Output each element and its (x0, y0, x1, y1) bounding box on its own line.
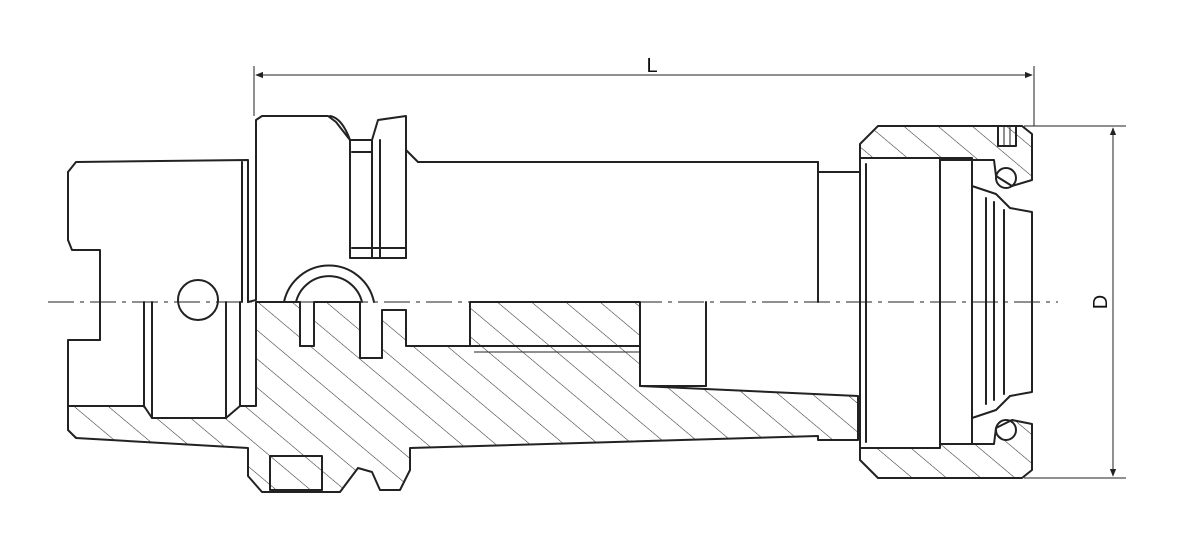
diameter-label: D (1090, 295, 1112, 309)
dimension-diameter: D (1024, 125, 1126, 479)
dimension-length: L (253, 55, 1035, 126)
locking-ball-icon (177, 279, 219, 321)
set-screw-icon (997, 125, 1017, 147)
bearing-ball-icon (995, 419, 1017, 441)
length-label: L (646, 55, 657, 77)
holder-upper-view (67, 115, 861, 321)
holder-lower-section (67, 301, 859, 493)
clamping-nut (859, 125, 1033, 479)
bearing-ball-icon (995, 167, 1017, 189)
